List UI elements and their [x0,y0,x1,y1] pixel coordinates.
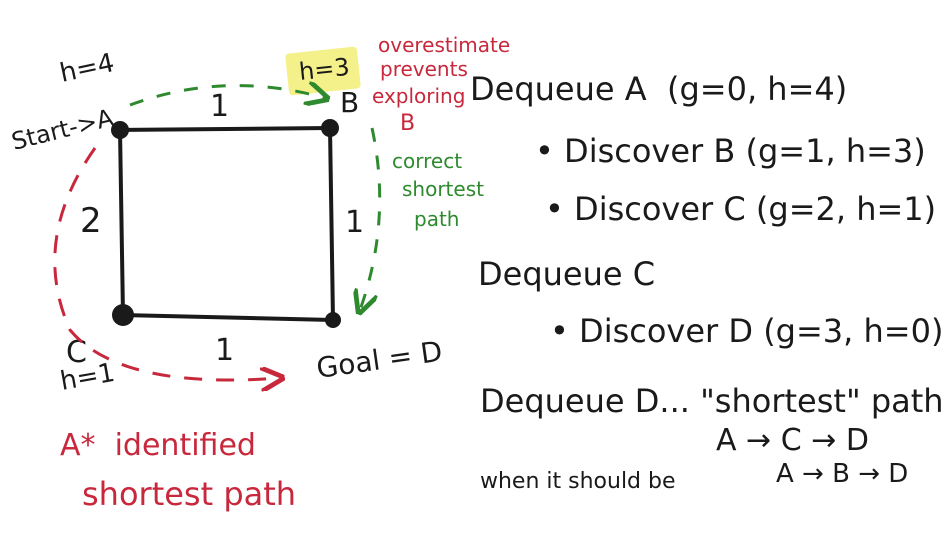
correct-line-3: path [414,207,459,231]
weight-ab: 1 [210,89,229,124]
node-a-heuristic: h=4 [57,48,117,89]
trace-step-2: Dequeue C [478,255,655,293]
trace-path-correct: A → B → D [776,459,908,489]
node-c [112,304,134,326]
node-a-label: Start->A [9,103,117,155]
correct-path-arrow-bd [360,127,382,310]
trace-step-3: Dequeue D... "shortest" path [480,382,944,420]
node-b-heuristic: h=3 [298,53,351,86]
astar-line-2: shortest path [82,475,296,513]
node-c-label: C [66,335,87,370]
node-d-label: Goal = D [314,335,444,385]
astar-note: A* identified shortest path [60,428,296,513]
edge-b-d [328,126,335,322]
trace-step-2-discover-d: • Discover D (g=3, h=0) [550,312,943,350]
correct-path-arrow-ab [129,86,325,105]
trace-should-prefix: when it should be [480,469,676,494]
graph-edges [118,126,335,322]
edge-weights: 1 2 1 1 [80,89,364,368]
edge-c-d [121,313,335,322]
node-a [111,121,129,139]
node-d [325,312,341,328]
node-b [321,119,339,137]
weight-ac: 2 [80,201,102,241]
algorithm-trace: Dequeue A (g=0, h=4) • Discover B (g=1, … [470,70,944,494]
overestimate-line-3: exploring [372,84,465,108]
correct-path [129,86,382,310]
overestimate-line-4: B [400,111,415,136]
astar-path-arrow [53,147,280,380]
overestimate-line-2: prevents [380,57,468,81]
overestimate-line-1: overestimate [378,33,510,57]
overestimate-note: overestimate prevents exploring B [372,33,510,136]
trace-step-1-discover-b: • Discover B (g=1, h=3) [535,132,926,170]
correct-path-note: correct shortest path [392,149,484,231]
graph-nodes [111,119,341,328]
edge-a-c [118,128,125,317]
astar-line-1: A* identified [60,428,256,463]
correct-line-2: shortest [402,177,484,201]
edge-a-b [118,126,332,132]
trace-step-1: Dequeue A (g=0, h=4) [470,70,847,108]
weight-cd: 1 [215,333,234,368]
trace-path-found: A → C → D [716,423,869,458]
astar-path [53,147,280,380]
trace-step-1-discover-c: • Discover C (g=2, h=1) [545,190,936,228]
node-b-label: B [340,86,359,119]
weight-bd: 1 [345,205,364,240]
correct-line-1: correct [392,149,462,173]
